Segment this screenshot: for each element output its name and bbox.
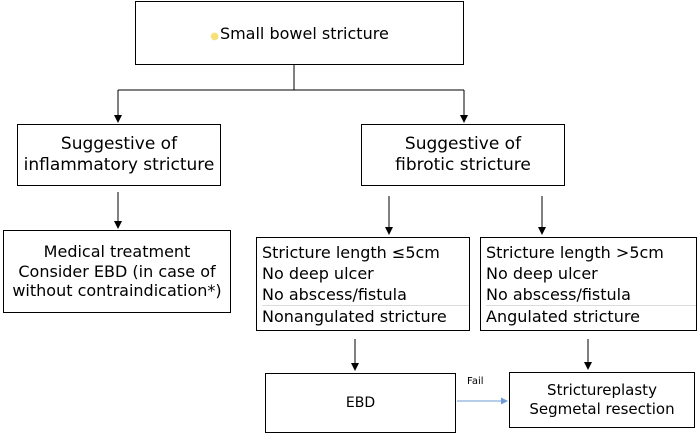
short-line-2: No deep ulcer [262, 264, 374, 283]
node-ebd: EBD [265, 373, 456, 433]
short-line-1: Stricture length ≤5cm [262, 243, 440, 262]
node-short-stricture: Stricture length ≤5cm No deep ulcer No a… [256, 237, 470, 331]
long-line-4: Angulated stricture [486, 307, 640, 326]
medical-line-2: Consider EBD (in case of [18, 261, 216, 281]
fibrotic-line-1: Suggestive of [404, 134, 522, 154]
long-line-2: No deep ulcer [486, 264, 598, 283]
node-inflammatory: Suggestive of inflammatory stricture [17, 124, 221, 186]
short-line-3: No abscess/fistula [262, 284, 469, 306]
edge-fail-label: Fail [467, 376, 484, 387]
surgery-line-2: Segmetal resection [529, 400, 675, 418]
short-line-4: Nonangulated stricture [262, 307, 447, 326]
bullet-dot-icon: ● [210, 30, 219, 42]
surgery-line-1: Strictureplasty [547, 381, 657, 399]
node-medical-treatment: Medical treatment Consider EBD (in case … [3, 230, 231, 313]
root-label: Small bowel stricture [219, 23, 389, 43]
fibrotic-line-2: fibrotic stricture [395, 155, 531, 175]
node-long-stricture: Stricture length >5cm No deep ulcer No a… [480, 237, 697, 331]
medical-line-1: Medical treatment [43, 242, 191, 262]
ebd-label: EBD [345, 395, 376, 411]
node-label: ●Small bowel stricture [210, 24, 389, 43]
node-small-bowel-stricture: ●Small bowel stricture [135, 1, 464, 65]
medical-line-3: without contraindication*) [12, 281, 222, 301]
node-fibrotic: Suggestive of fibrotic stricture [361, 124, 565, 186]
long-line-3: No abscess/fistula [486, 284, 696, 306]
long-line-1: Stricture length >5cm [486, 243, 664, 262]
inflammatory-line-2: inflammatory stricture [23, 155, 215, 175]
node-surgery: Strictureplasty Segmetal resection [509, 372, 695, 428]
inflammatory-line-1: Suggestive of [60, 134, 178, 154]
